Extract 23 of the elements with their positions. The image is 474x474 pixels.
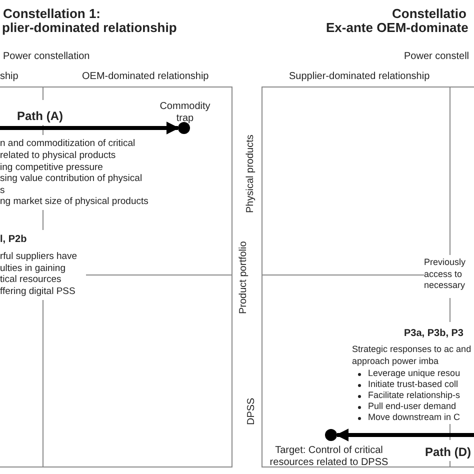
bullet-item: Pull end-user demand	[356, 401, 456, 412]
arrow	[336, 428, 474, 442]
axis-heading: Power constell	[404, 50, 470, 64]
end-point-label: Target: Control of critical resources related to DPSS	[268, 445, 390, 469]
row-heading: Physical products	[244, 134, 257, 213]
proposition-label: l, P2b	[0, 233, 27, 247]
proposition-label: P3a, P3b, P3	[404, 327, 464, 341]
column-heading: ship	[0, 70, 18, 84]
bullet-item: Facilitate relationship-s	[356, 390, 460, 402]
arrow	[0, 122, 180, 134]
bullet-item: Leverage unique resou	[356, 368, 460, 380]
bullet-item: Initiate trust-based coll	[356, 379, 458, 390]
end-point-label: Commodity trap	[158, 101, 212, 125]
column-heading: OEM-dominated relationship	[82, 70, 209, 84]
row-heading: DPSS	[245, 398, 258, 425]
column-heading: Supplier-dominated relationship	[289, 70, 430, 84]
bullet-text: ng market size of physical products	[0, 196, 148, 208]
bullet-text: ing competitive pressure	[0, 162, 103, 174]
bullet-item: Move downstream in C	[356, 412, 460, 424]
axis-heading: Power constellation	[3, 50, 90, 64]
axis-heading: Product portfolio	[237, 241, 250, 314]
path-label: Path (D)	[424, 443, 472, 461]
description-text: Strategic responses to ac and approach power imba	[352, 344, 472, 367]
